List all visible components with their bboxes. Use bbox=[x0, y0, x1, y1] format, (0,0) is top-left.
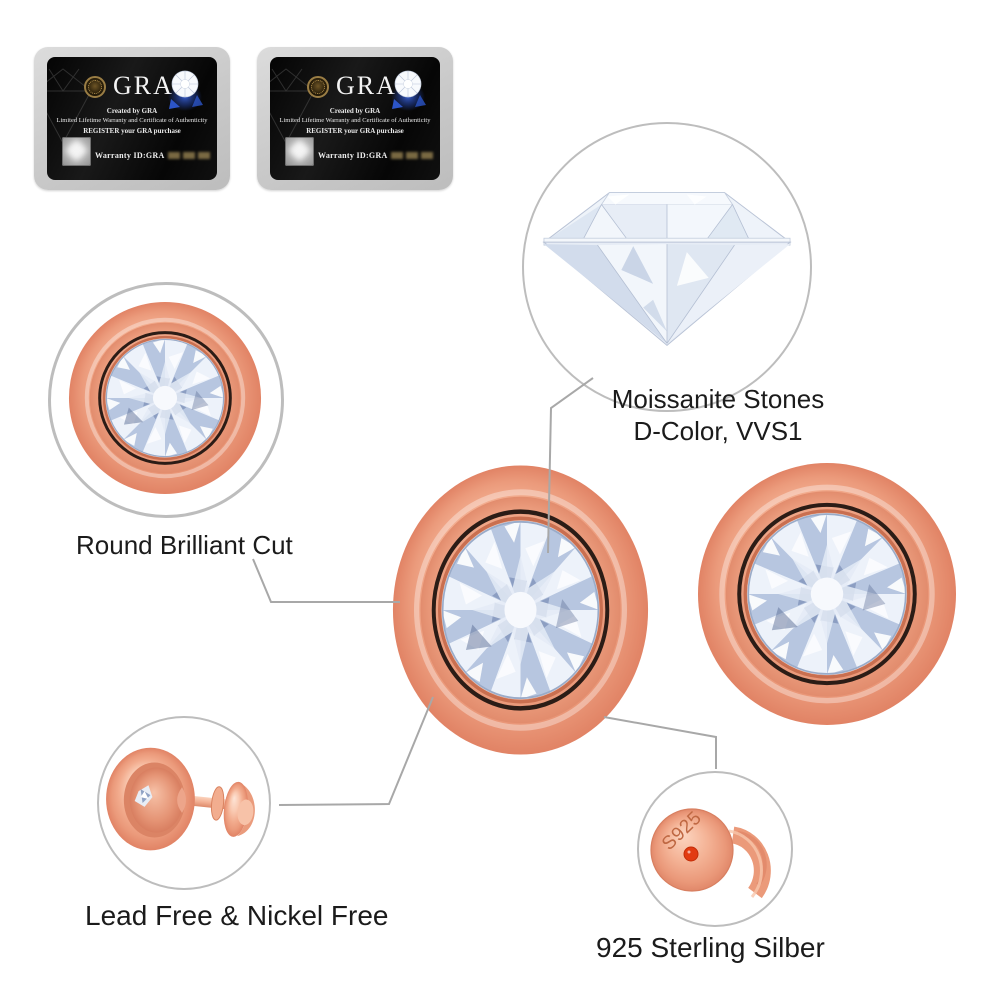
earring-right bbox=[694, 459, 960, 729]
stud-sideview-icon bbox=[106, 747, 255, 851]
card-created-line: Created by GRA bbox=[329, 107, 381, 115]
loose-gem-icon bbox=[542, 192, 792, 347]
callout-circle-earback: S925 bbox=[637, 771, 793, 927]
gra-certificate-card-2: GRA Created by GRA Limited Lifetime Warr… bbox=[257, 47, 453, 190]
label-moissanite-line1: Moissanite Stones bbox=[611, 384, 825, 414]
card-created-line: Created by GRA bbox=[106, 107, 158, 115]
warranty-number-blurred bbox=[391, 152, 433, 159]
gra-brand-text: GRA bbox=[336, 71, 397, 100]
gra-seal-icon bbox=[84, 76, 106, 98]
card-register-line: REGISTER your GRA purchase bbox=[83, 127, 181, 135]
card-face: GRA Created by GRA Limited Lifetime Warr… bbox=[270, 57, 440, 180]
label-lead-free: Lead Free & Nickel Free bbox=[85, 900, 389, 931]
label-round-brilliant-cut: Round Brilliant Cut bbox=[76, 530, 293, 560]
callout-circle-sideview bbox=[97, 716, 271, 890]
earback-icon: S925 bbox=[650, 807, 771, 899]
card-register-line: REGISTER your GRA purchase bbox=[306, 127, 404, 135]
gra-certificate-card-1: GRA Created by GRA Limited Lifetime Warr… bbox=[34, 47, 230, 190]
card-warranty-line: Limited Lifetime Warranty and Certificat… bbox=[56, 117, 208, 124]
callout-line-round-cut bbox=[252, 558, 400, 603]
callout-circle-closeup bbox=[48, 282, 284, 518]
callout-circle-moissanite bbox=[522, 122, 812, 412]
label-sterling-silver: 925 Sterling Silber bbox=[596, 932, 825, 963]
card-diamond-icon bbox=[391, 70, 426, 111]
warranty-number-blurred bbox=[168, 152, 210, 159]
gra-seal-icon bbox=[307, 76, 329, 98]
card-face: GRA Created by GRA Limited Lifetime Warr… bbox=[47, 57, 217, 180]
warranty-thumbnail bbox=[62, 137, 91, 166]
label-moissanite: Moissanite Stones D-Color, VVS1 bbox=[568, 383, 868, 447]
earring-left bbox=[389, 461, 652, 759]
card-diamond-icon bbox=[168, 70, 203, 111]
gra-brand-text: GRA bbox=[113, 71, 174, 100]
warranty-thumbnail bbox=[285, 137, 314, 166]
warranty-id-text: Warranty ID:GRA bbox=[318, 151, 388, 160]
label-moissanite-line2: D-Color, VVS1 bbox=[633, 416, 803, 446]
card-warranty-line: Limited Lifetime Warranty and Certificat… bbox=[279, 117, 431, 124]
earring-closeup bbox=[66, 299, 264, 497]
warranty-id-text: Warranty ID:GRA bbox=[95, 151, 165, 160]
